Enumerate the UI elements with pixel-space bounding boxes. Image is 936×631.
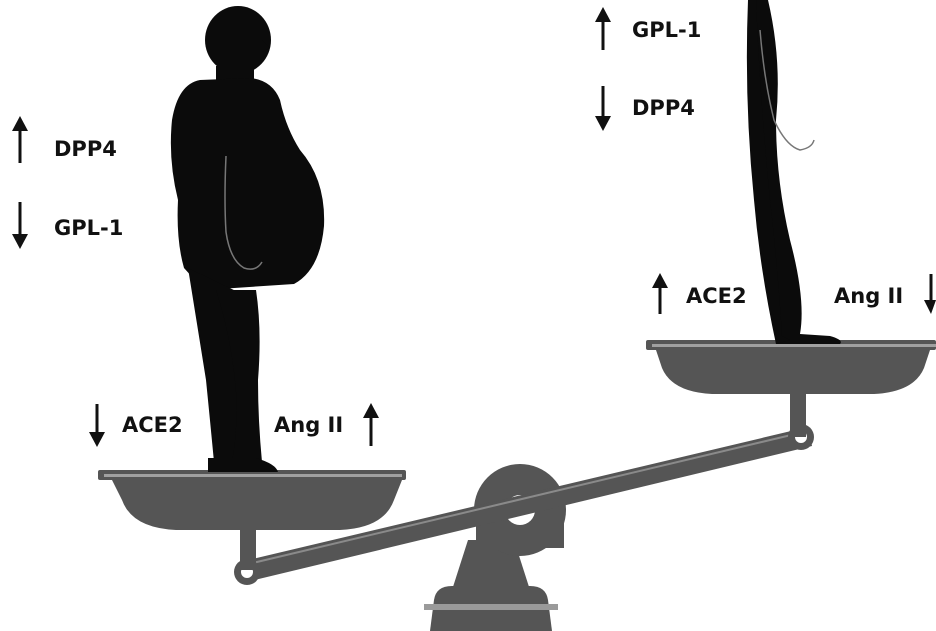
left-gpl1-label: GPL-1: [54, 218, 123, 239]
left-scale-pan: [98, 470, 406, 570]
up-arrow-icon: [595, 7, 611, 50]
down-arrow-icon: [595, 86, 611, 131]
down-arrow-icon: [924, 274, 936, 314]
up-arrow-icon: [652, 273, 668, 314]
left-angii-label: Ang II: [274, 415, 343, 436]
left-ace2-label: ACE2: [122, 415, 183, 436]
right-gpl1-label: GPL-1: [632, 20, 701, 41]
scale-fulcrum: [424, 464, 566, 631]
up-arrow-icon: [12, 116, 28, 163]
down-arrow-icon: [89, 404, 105, 447]
right-scale-pan: [646, 340, 936, 437]
right-angii-label: Ang II: [834, 286, 903, 307]
lean-person-silhouette: [747, 0, 841, 344]
left-dpp4-label: DPP4: [54, 139, 117, 160]
right-ace2-label: ACE2: [686, 286, 747, 307]
up-arrow-icon: [363, 403, 379, 446]
down-arrow-icon: [12, 202, 28, 249]
right-dpp4-label: DPP4: [632, 98, 695, 119]
obese-person-silhouette: [171, 6, 324, 472]
